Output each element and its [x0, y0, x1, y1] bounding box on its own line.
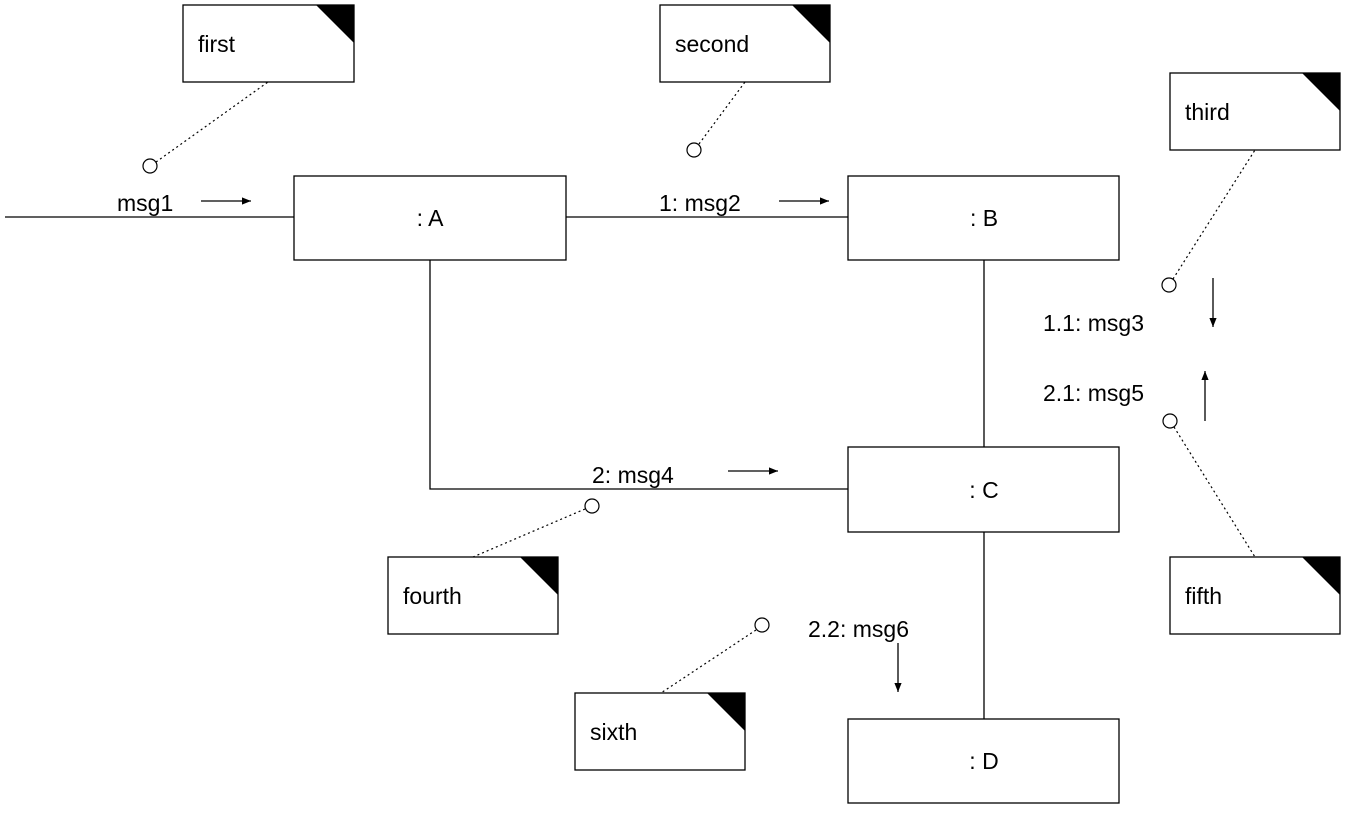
message-msg6[interactable]: 2.2: msg6: [808, 616, 909, 692]
note-label: fifth: [1185, 583, 1222, 609]
object-label: : D: [969, 748, 998, 774]
note-fold-icon: [520, 557, 558, 595]
links: [5, 216, 985, 719]
connector-third: [1172, 149, 1256, 280]
object-label: : A: [417, 205, 445, 231]
anchor-circle-icon: [142, 158, 158, 174]
note-fourth[interactable]: fourth: [387, 556, 559, 635]
connector-fifth: [1173, 426, 1256, 558]
object-b[interactable]: : B: [847, 175, 1120, 261]
note-third[interactable]: third: [1169, 72, 1341, 151]
note-fifth[interactable]: fifth: [1169, 556, 1341, 635]
note-box: [182, 4, 355, 83]
link-a-c[interactable]: [429, 260, 848, 490]
anchor-circle-icon: [754, 617, 770, 633]
object-label: : C: [969, 477, 998, 503]
message-msg5[interactable]: 2.1: msg5: [1043, 371, 1209, 421]
note-fold-icon: [316, 5, 354, 43]
object-box: [847, 718, 1120, 804]
note-fold-icon: [707, 693, 745, 731]
note-fold-icon: [1302, 557, 1340, 595]
note-connectors: [142, 81, 1256, 694]
object-box: [847, 175, 1120, 261]
message-msg2[interactable]: 1: msg2: [659, 190, 829, 216]
message-label: 2.2: msg6: [808, 616, 909, 642]
message-msg3[interactable]: 1.1: msg3: [1043, 278, 1217, 336]
note-second[interactable]: second: [659, 4, 831, 83]
note-sixth[interactable]: sixth: [574, 692, 746, 771]
object-c[interactable]: : C: [847, 446, 1120, 533]
note-label: second: [675, 31, 749, 57]
connector-fourth: [472, 508, 586, 558]
message-label: 1.1: msg3: [1043, 310, 1144, 336]
note-box: [659, 4, 831, 83]
anchor-circle-icon: [1161, 277, 1177, 293]
note-first[interactable]: first: [182, 4, 355, 83]
note-label: fourth: [403, 583, 462, 609]
note-label: first: [198, 31, 236, 57]
anchor-circle-icon: [1162, 413, 1178, 429]
note-box: [387, 556, 559, 635]
message-label: msg1: [117, 190, 173, 216]
connector-second: [698, 81, 746, 145]
note-box: [574, 692, 746, 771]
note-fold-icon: [792, 5, 830, 43]
note-box: [1169, 72, 1341, 151]
connector-sixth: [660, 629, 757, 694]
message-label: 1: msg2: [659, 190, 741, 216]
object-label: : B: [970, 205, 998, 231]
anchor-circle-icon: [686, 142, 702, 158]
message-label: 2: msg4: [592, 462, 674, 488]
connector-first: [155, 81, 269, 163]
note-box: [1169, 556, 1341, 635]
object-a[interactable]: : A: [293, 175, 567, 261]
note-label: sixth: [590, 719, 637, 745]
note-label: third: [1185, 99, 1230, 125]
object-box: [847, 446, 1120, 533]
object-d[interactable]: : D: [847, 718, 1120, 804]
anchor-circle-icon: [584, 498, 600, 514]
message-msg4[interactable]: 2: msg4: [592, 462, 778, 488]
object-box: [293, 175, 567, 261]
message-label: 2.1: msg5: [1043, 380, 1144, 406]
note-fold-icon: [1302, 73, 1340, 111]
message-msg1[interactable]: msg1: [117, 190, 251, 216]
